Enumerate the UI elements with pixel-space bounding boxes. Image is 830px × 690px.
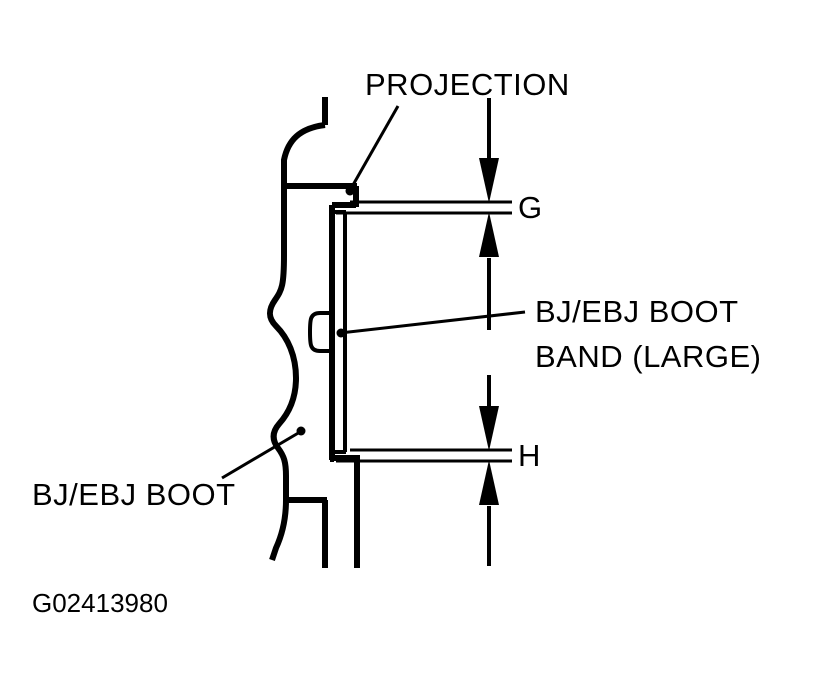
dim-H-arrow-down-head: [479, 406, 499, 451]
dim-G-arrow-up-head: [479, 212, 499, 257]
boot-bellows-wall: [266, 186, 300, 490]
boot-lower-wall: [269, 490, 289, 561]
callout-boot-band: BJ/EBJ BOOT BAND (LARGE): [336, 294, 761, 374]
dimension-label-G: G: [518, 190, 542, 225]
boot-band: [307, 205, 347, 460]
projection-leader-dot: [345, 186, 355, 196]
projection-leader-line: [347, 105, 400, 193]
callout-label-boot-band-line1: BJ/EBJ BOOT: [535, 294, 739, 329]
boot-leader-line: [221, 430, 301, 480]
dimension-G: G: [336, 98, 542, 330]
boot-leader-dot: [296, 426, 306, 436]
callout-label-boot: BJ/EBJ BOOT: [32, 477, 236, 512]
callout-projection: PROJECTION: [345, 67, 570, 196]
dim-G-arrow-down-head: [479, 158, 499, 203]
band-buckle-tab: [307, 311, 332, 353]
boot-shoulder-curve: [281, 122, 326, 186]
dim-H-arrow-up-head: [479, 460, 499, 505]
boot-band-leader-line: [339, 310, 526, 335]
callout-label-projection: PROJECTION: [365, 67, 570, 102]
dimension-H: H: [336, 375, 540, 566]
callout-label-boot-band-line2: BAND (LARGE): [535, 339, 761, 374]
boot-profile: [266, 97, 359, 568]
boot-band-leader-dot: [336, 328, 346, 338]
dimension-label-H: H: [518, 438, 540, 473]
figure-code-label: G02413980: [32, 588, 168, 618]
shaft-housing: [330, 452, 360, 568]
callout-boot: BJ/EBJ BOOT: [32, 426, 306, 512]
